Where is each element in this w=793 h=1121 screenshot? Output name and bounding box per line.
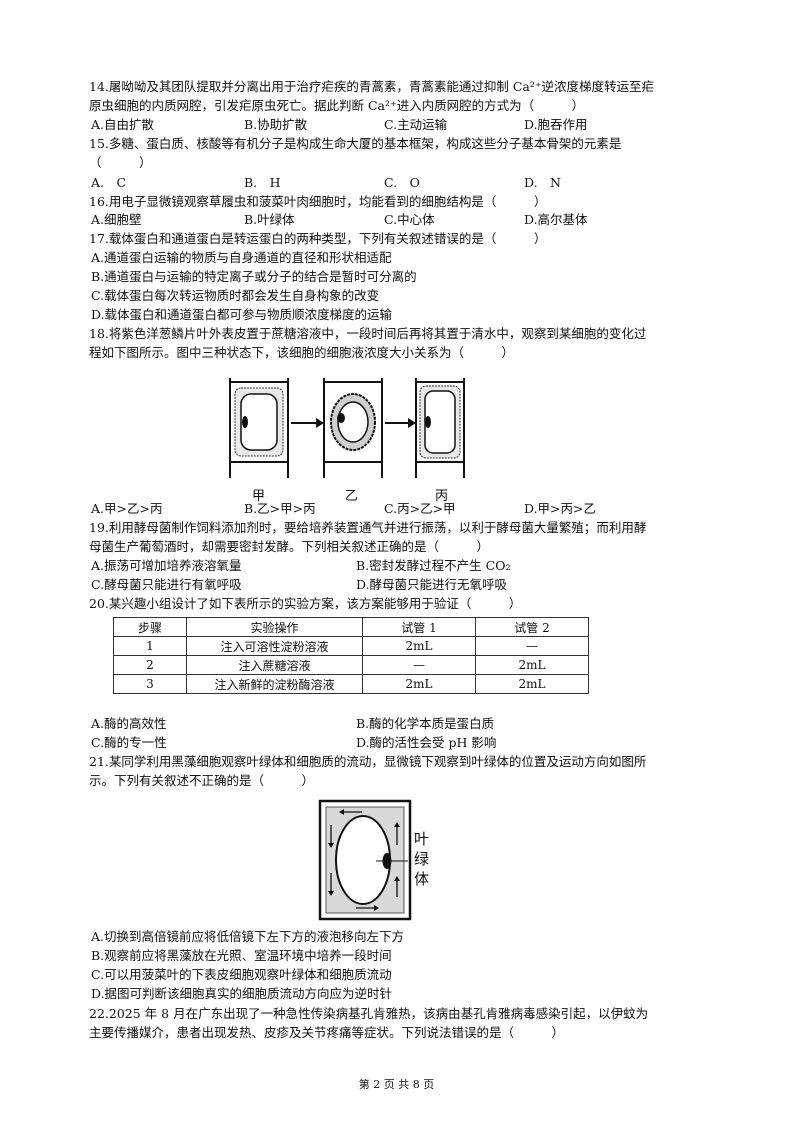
q16-stem: 16.用电子显微镜观察草履虫和菠菜叶肉细胞时，均能看到的细胞结构是（ ） bbox=[89, 194, 547, 209]
q14-option-b[interactable]: B.协助扩散 bbox=[244, 117, 308, 132]
q21-option-c[interactable]: C.可以用菠菜叶的下表皮细胞观察叶绿体和细胞质流动 bbox=[91, 967, 392, 982]
cell-bing bbox=[415, 378, 465, 478]
q20-option-b[interactable]: B.酶的化学本质是蛋白质 bbox=[356, 716, 495, 731]
q19-option-d[interactable]: D.酵母菌只能进行无氧呼吸 bbox=[356, 577, 508, 592]
q19-stem-line1: 19.利用酵母菌制作饲料添加剂时，要给培养装置通气并进行振荡，以利于酵母菌大量繁… bbox=[89, 520, 647, 535]
table-header-step: 步骤 bbox=[113, 617, 187, 637]
q18-label-bing: 丙 bbox=[435, 489, 449, 504]
q14-stem-line1: 14.屠呦呦及其团队提取并分离出用于治疗疟疾的青蒿素，青蒿素能通过抑制 Ca²⁺… bbox=[89, 79, 654, 94]
q21-option-b[interactable]: B.观察前应将黑藻放在光照、室温环境中培养一段时间 bbox=[91, 948, 392, 963]
q16-option-d[interactable]: D.高尔基体 bbox=[524, 212, 588, 227]
q16-option-a[interactable]: A.细胞壁 bbox=[91, 212, 142, 227]
q21-stem-line2: 示。下列有关叙述不正确的是（ ） bbox=[89, 773, 315, 788]
table-row: 1 注入可溶性淀粉溶液 2mL — bbox=[113, 636, 589, 656]
table-cell: 2mL bbox=[362, 636, 476, 656]
q15-option-b[interactable]: B. H bbox=[244, 175, 281, 190]
q14-stem-line2: 原虫细胞的内质网腔，引发疟原虫死亡。据此判断 Ca²⁺进入内质网腔的方式为（ ） bbox=[89, 98, 585, 113]
q22-stem-line1: 22.2025 年 8 月在广东出现了一种急性传染病基孔肯雅热，该病由基孔肯雅病… bbox=[89, 1006, 649, 1021]
q21-option-d[interactable]: D.据图可判断该细胞真实的细胞质流动方向应为逆时针 bbox=[91, 986, 393, 1001]
table-cell: 1 bbox=[113, 636, 187, 656]
table-header-tube1: 试管 1 bbox=[362, 617, 476, 637]
q18-option-b[interactable]: B.乙>甲>丙 bbox=[244, 501, 316, 516]
q14-option-c[interactable]: C.主动运输 bbox=[384, 117, 448, 132]
table-row: 2 注入蔗糖溶液 — 2mL bbox=[113, 655, 589, 675]
q18-option-c[interactable]: C.丙>乙>甲 bbox=[384, 501, 456, 516]
q18-option-a[interactable]: A.甲>乙>丙 bbox=[91, 501, 163, 516]
q20-stem: 20.某兴趣小组设计了如下表所示的实验方案，该方案能够用于验证（ ） bbox=[89, 596, 522, 611]
q19-option-a[interactable]: A.振荡可增加培养液溶氧量 bbox=[91, 558, 242, 573]
q20-option-a[interactable]: A.酶的高效性 bbox=[91, 716, 167, 731]
table-cell: 注入可溶性淀粉溶液 bbox=[186, 636, 363, 656]
table-cell: 注入新鲜的淀粉酶溶液 bbox=[186, 674, 363, 694]
q17-option-c[interactable]: C.载体蛋白每次转运物质时都会发生自身构象的改变 bbox=[91, 288, 380, 303]
q19-stem-line2: 母菌生产葡萄酒时，却需要密封发酵。下列相关叙述正确的是（ ） bbox=[89, 539, 490, 554]
q16-option-b[interactable]: B.叶绿体 bbox=[244, 212, 295, 227]
q17-option-d[interactable]: D.载体蛋白和通道蛋白都可参与物质顺浓度梯度的运输 bbox=[91, 307, 393, 322]
q17-option-b[interactable]: B.通道蛋白与运输的特定离子或分子的结合是暂时可分离的 bbox=[91, 269, 417, 284]
cell-jia bbox=[229, 378, 289, 478]
q19-option-c[interactable]: C.酵母菌只能进行有氧呼吸 bbox=[91, 577, 242, 592]
q15-option-c[interactable]: C. O bbox=[384, 175, 420, 190]
q18-label-jia: 甲 bbox=[252, 489, 266, 504]
q22-stem-line2: 主要传播媒介，患者出现发热、皮疹及关节疼痛等症状。下列说法错误的是（ ） bbox=[89, 1025, 565, 1040]
table-cell: 2mL bbox=[475, 674, 589, 694]
q21-stem-line1: 21.某同学利用黑藻细胞观察叶绿体和细胞质的流动，显微镜下观察到叶绿体的位置及运… bbox=[89, 754, 647, 769]
q15-option-d[interactable]: D. N bbox=[524, 175, 561, 190]
table-header-row: 步骤 实验操作 试管 1 试管 2 bbox=[113, 617, 589, 637]
table-header-tube2: 试管 2 bbox=[475, 617, 589, 637]
q18-option-d[interactable]: D.甲>丙>乙 bbox=[524, 501, 596, 516]
q20-option-c[interactable]: C.酶的专一性 bbox=[91, 735, 167, 750]
page-footer: 第 2 页 共 8 页 bbox=[358, 1078, 435, 1091]
table-cell: — bbox=[362, 655, 476, 675]
q14-option-d[interactable]: D.胞吞作用 bbox=[524, 117, 588, 132]
cell-yi bbox=[323, 378, 383, 478]
table-cell: 2mL bbox=[362, 674, 476, 694]
q15-option-a[interactable]: A. C bbox=[91, 175, 127, 190]
q21-chloroplast-label: 叶绿体 bbox=[414, 830, 430, 888]
q21-option-a[interactable]: A.切换到高倍镜前应将低倍镜下左下方的液泡移向左下方 bbox=[91, 929, 405, 944]
q17-stem: 17.载体蛋白和通道蛋白是转运蛋白的两种类型，下列有关叙述错误的是（ ） bbox=[89, 231, 547, 246]
q16-option-c[interactable]: C.中心体 bbox=[384, 212, 435, 227]
table-cell: 注入蔗糖溶液 bbox=[186, 655, 363, 675]
q18-label-yi: 乙 bbox=[345, 489, 359, 504]
q17-option-a[interactable]: A.通道蛋白运输的物质与自身通道的直径和形状相适配 bbox=[91, 250, 392, 265]
q20-experiment-table: 步骤 实验操作 试管 1 试管 2 1 注入可溶性淀粉溶液 2mL — 2 注入… bbox=[113, 617, 589, 694]
table-cell: — bbox=[475, 636, 589, 656]
table-cell: 2mL bbox=[475, 655, 589, 675]
table-header-operation: 实验操作 bbox=[186, 617, 363, 637]
q18-stem-line2: 程如下图所示。图中三种状态下，该细胞的细胞液浓度大小关系为（ ） bbox=[89, 345, 515, 360]
q19-option-b[interactable]: B.密封发酵过程不产生 CO₂ bbox=[356, 558, 511, 573]
table-cell: 3 bbox=[113, 674, 187, 694]
table-cell: 2 bbox=[113, 655, 187, 675]
q18-cell-figure bbox=[229, 378, 465, 478]
q15-stem-line2: （ ） bbox=[89, 155, 152, 170]
q20-option-d[interactable]: D.酶的活性会受 pH 影响 bbox=[356, 735, 497, 750]
q15-stem-line1: 15.多糖、蛋白质、核酸等有机分子是构成生命大厦的基本框架，构成这些分子基本骨架… bbox=[89, 136, 622, 151]
table-row: 3 注入新鲜的淀粉酶溶液 2mL 2mL bbox=[113, 674, 589, 694]
q14-option-a[interactable]: A.自由扩散 bbox=[91, 117, 155, 132]
q18-stem-line1: 18.将紫色洋葱鳞片叶外表皮置于蔗糖溶液中，一段时间后再将其置于清水中，观察到某… bbox=[89, 326, 647, 341]
q21-cell-figure bbox=[318, 799, 412, 921]
